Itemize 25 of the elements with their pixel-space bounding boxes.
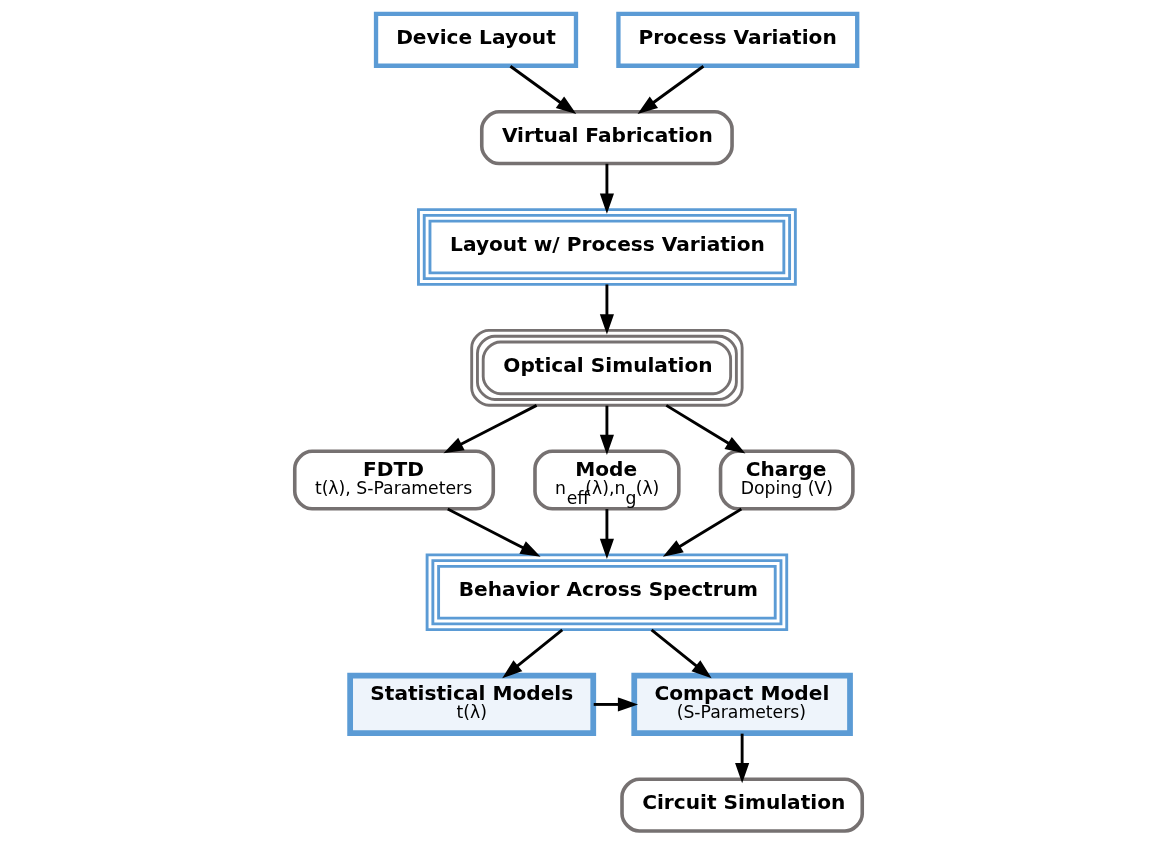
arrow [735, 733, 750, 784]
arrow [599, 284, 614, 335]
arrow [593, 697, 639, 712]
arrow [447, 507, 541, 557]
node-box: Charge Doping (V) [718, 449, 855, 511]
node-box: Behavior Across Spectrum [425, 553, 789, 632]
node-box: Process Variation [616, 11, 860, 68]
node-box: Device Layout [373, 11, 579, 68]
node-box: Layout w/ Process Variation [417, 208, 797, 286]
arrow [599, 163, 614, 214]
node-box: FDTD t(λ), S-Parameters [292, 449, 496, 511]
arrow [599, 405, 614, 455]
arrow [662, 507, 743, 557]
node-box: Circuit Simulation [620, 777, 865, 833]
node-box: Compact Model (S-Parameters) [631, 672, 853, 737]
arrow [502, 628, 564, 679]
arrow [599, 509, 614, 559]
arrow [637, 65, 705, 115]
node-box: Optical Simulation [470, 329, 744, 407]
node-box: Statistical Models t(λ) [347, 672, 597, 737]
arrow [650, 628, 712, 679]
arrow [443, 404, 538, 454]
arrow [665, 404, 746, 454]
node-box: Virtual Fabrication [479, 110, 734, 166]
arrow [509, 65, 577, 115]
